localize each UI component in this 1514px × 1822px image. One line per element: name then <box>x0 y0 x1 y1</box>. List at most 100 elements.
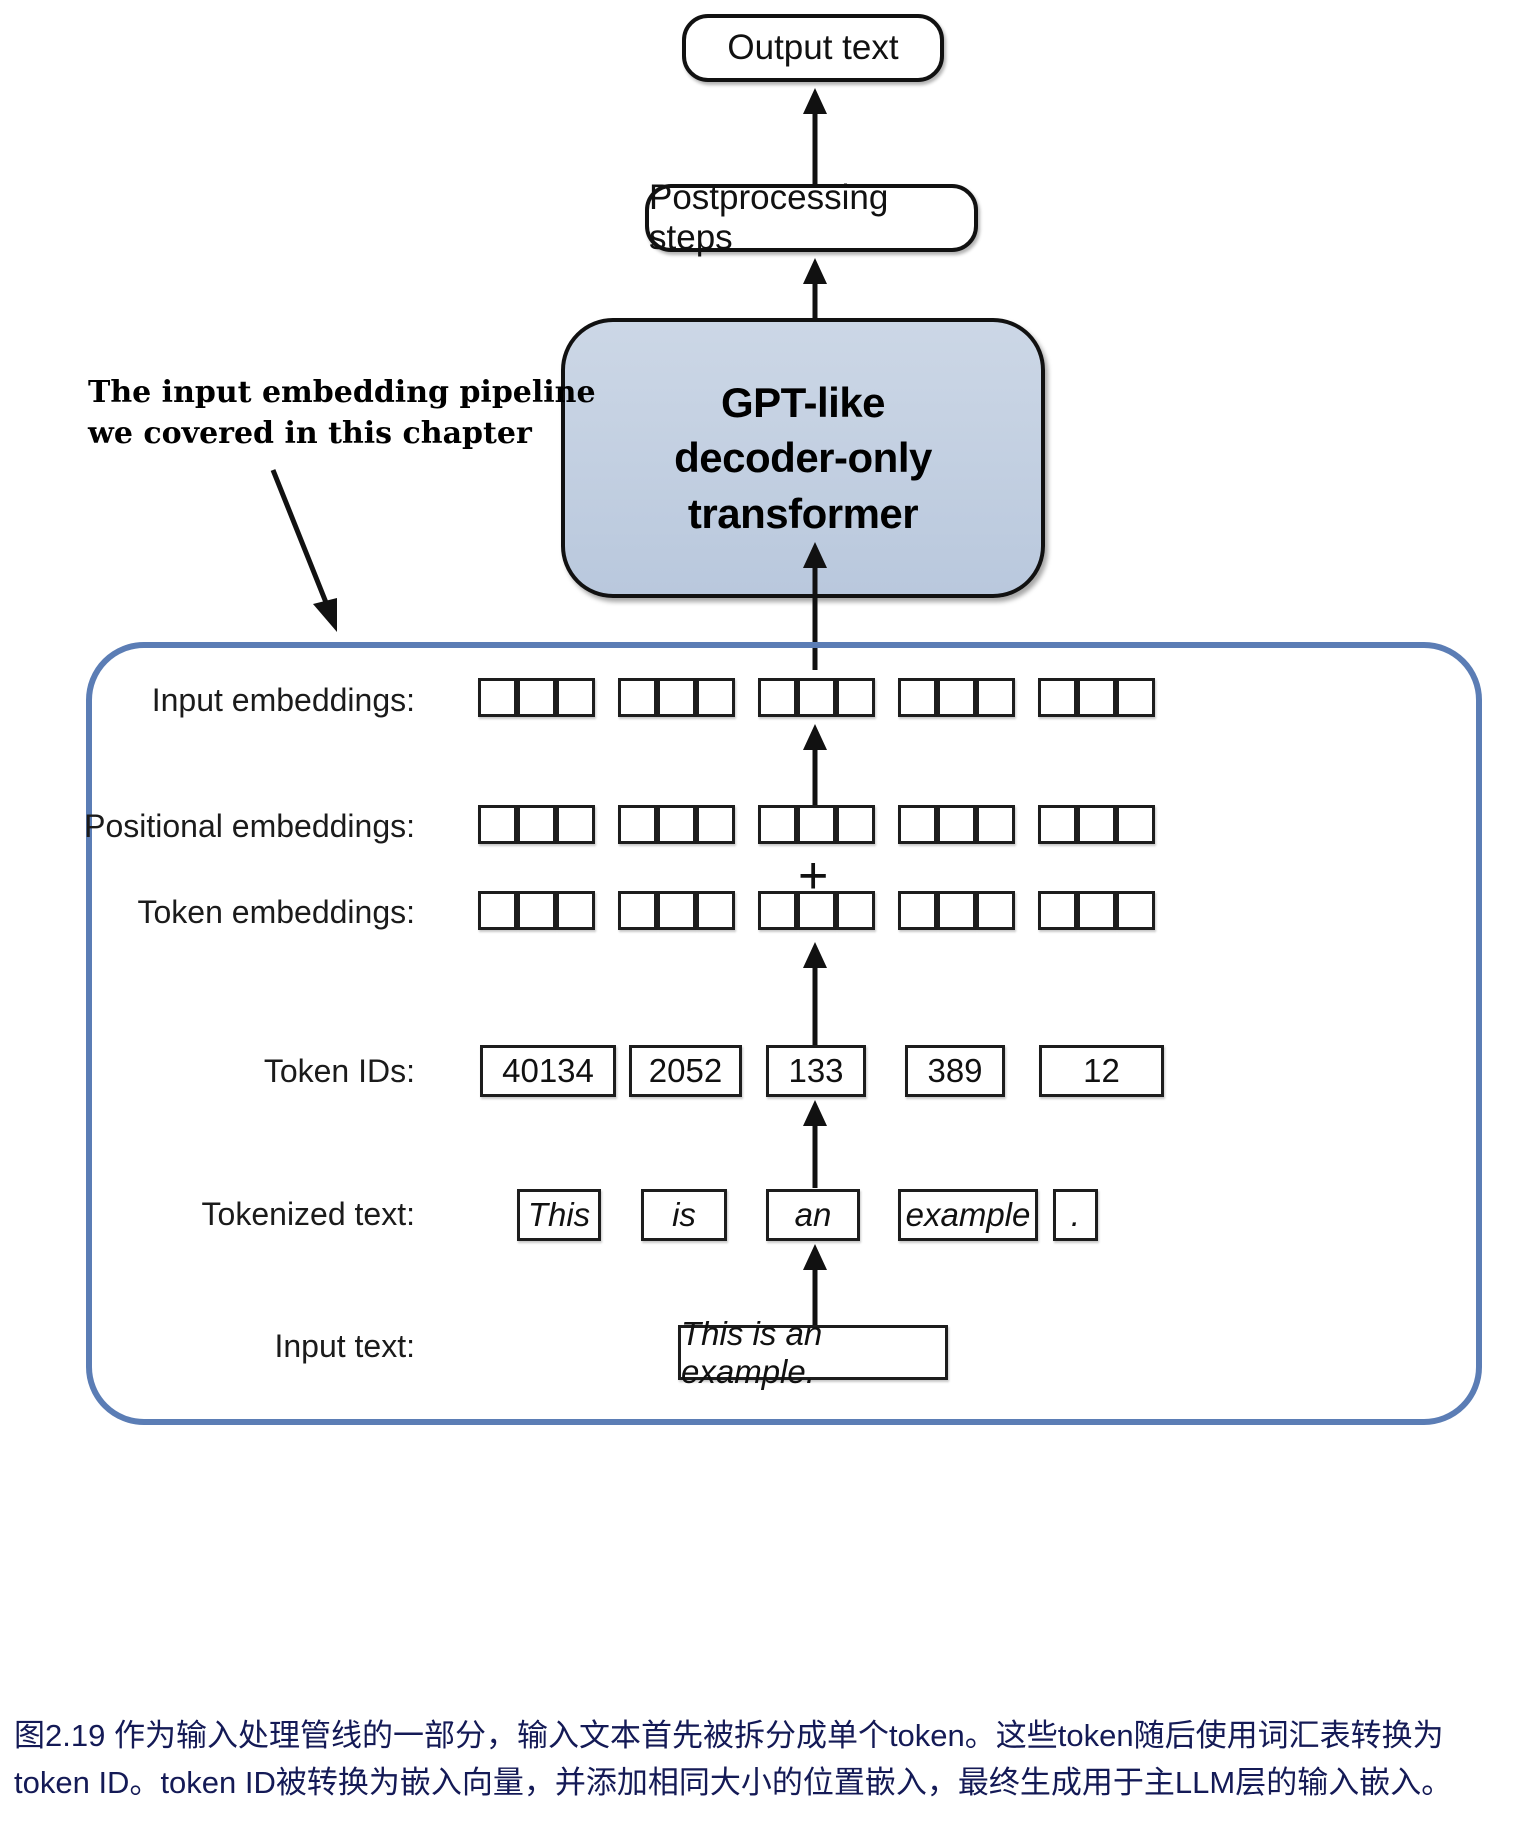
embedding-cell <box>836 678 875 717</box>
embedding-cell <box>758 805 797 844</box>
annotation-line-2: we covered in this chapter <box>88 416 532 452</box>
embedding-cell <box>478 805 517 844</box>
gpt-transformer-label: GPT-like decoder-only transformer <box>674 375 932 541</box>
embedding-cell <box>1038 805 1077 844</box>
output-text-label: Output text <box>727 28 899 67</box>
token-embedding-group <box>898 891 1015 930</box>
token-id-box: 2052 <box>629 1045 742 1097</box>
input-embedding-group <box>618 678 735 717</box>
embedding-cell <box>758 891 797 930</box>
embedding-cell <box>898 678 937 717</box>
embedding-cell <box>976 891 1015 930</box>
positional-embedding-group <box>478 805 595 844</box>
annotation-line-1: The input embedding pipeline <box>88 375 596 410</box>
token-id-box: 12 <box>1039 1045 1164 1097</box>
row-label-input-text: Input text: <box>274 1328 415 1364</box>
postprocessing-steps-box: Postprocessing steps <box>645 178 978 257</box>
embedding-cell <box>618 891 657 930</box>
embedding-cell <box>657 678 696 717</box>
embedding-cell <box>797 891 836 930</box>
embedding-cell <box>696 678 735 717</box>
token-id-box: 133 <box>766 1045 866 1097</box>
token-embedding-group <box>1038 891 1155 930</box>
embedding-cell <box>517 891 556 930</box>
arrow-transformer-to-postprocessing <box>803 258 827 326</box>
positional-embedding-group <box>758 805 875 844</box>
arrow-embeddings-to-transformer <box>803 542 827 670</box>
embedding-cell <box>556 678 595 717</box>
embedding-cell <box>836 805 875 844</box>
input-embedding-group <box>898 678 1015 717</box>
embedding-cell <box>937 678 976 717</box>
token-embedding-group <box>618 891 735 930</box>
token-box: is <box>641 1189 727 1241</box>
transformer-line-3: transformer <box>687 489 919 537</box>
caption-line-2: token ID。token ID被转换为嵌入向量，并添加相同大小的位置嵌入，最… <box>14 1765 1453 1801</box>
embedding-cell <box>478 678 517 717</box>
row-label-token-embeddings: Token embeddings: <box>137 894 415 930</box>
arrow-token-ids-to-token-embeddings <box>803 942 827 1048</box>
embedding-cell <box>696 805 735 844</box>
embedding-cell <box>898 891 937 930</box>
caption-line-1: 图2.19 作为输入处理管线的一部分，输入文本首先被拆分成单个token。这些t… <box>14 1718 1444 1753</box>
embedding-cell <box>1116 678 1155 717</box>
token-box: an <box>766 1189 860 1241</box>
embedding-cell <box>618 805 657 844</box>
row-label-tokenized-text: Tokenized text: <box>201 1196 415 1232</box>
input-embedding-group <box>1038 678 1155 717</box>
embedding-cell <box>758 678 797 717</box>
embedding-cell <box>937 891 976 930</box>
token-box: . <box>1053 1189 1098 1241</box>
gpt-transformer-block: GPT-like decoder-only transformer <box>561 318 1045 598</box>
embedding-cell <box>556 805 595 844</box>
embedding-cell <box>1116 805 1155 844</box>
input-embedding-group <box>758 678 875 717</box>
embedding-cell <box>556 891 595 930</box>
transformer-line-1: GPT-like <box>720 378 886 426</box>
token-box: This <box>517 1189 601 1241</box>
embedding-cell <box>1077 678 1116 717</box>
positional-embedding-group <box>618 805 735 844</box>
embedding-cell <box>797 805 836 844</box>
embedding-cell <box>1116 891 1155 930</box>
figure-caption: 图2.19 作为输入处理管线的一部分，输入文本首先被拆分成单个token。这些t… <box>14 1712 1506 1806</box>
token-embedding-group <box>758 891 875 930</box>
embedding-cell <box>478 891 517 930</box>
embedding-cell <box>517 805 556 844</box>
input-pipeline-frame <box>86 642 1482 1425</box>
embedding-cell <box>618 678 657 717</box>
embedding-cell <box>1038 891 1077 930</box>
embedding-cell <box>1077 891 1116 930</box>
embedding-cell <box>696 891 735 930</box>
row-label-input-embeddings: Input embeddings: <box>151 682 415 718</box>
annotation-pointer-arrow <box>270 469 337 632</box>
arrow-postprocessing-to-output <box>803 88 827 186</box>
embedding-cell <box>836 891 875 930</box>
positional-embedding-group <box>1038 805 1155 844</box>
embedding-cell <box>976 678 1015 717</box>
token-embedding-group <box>478 891 595 930</box>
token-id-box: 40134 <box>480 1045 616 1097</box>
embedding-cell <box>898 805 937 844</box>
output-text-box: Output text <box>682 14 944 82</box>
input-text-box: This is an example. <box>678 1315 948 1390</box>
embedding-cell <box>1077 805 1116 844</box>
token-id-box: 389 <box>905 1045 1005 1097</box>
positional-embedding-group <box>898 805 1015 844</box>
embedding-cell <box>797 678 836 717</box>
embedding-cell <box>976 805 1015 844</box>
input-embedding-group <box>478 678 595 717</box>
embedding-cell <box>1038 678 1077 717</box>
postprocessing-steps-label: Postprocessing steps <box>649 178 889 257</box>
arrow-tokens-to-token-ids <box>803 1100 827 1188</box>
arrow-sum-to-input-embeddings <box>803 724 827 817</box>
embedding-cell <box>937 805 976 844</box>
pipeline-annotation: The input embedding pipeline we covered … <box>88 372 596 455</box>
arrow-input-text-to-tokens <box>803 1244 827 1332</box>
row-label-token-ids: Token IDs: <box>263 1053 415 1089</box>
embedding-cell <box>517 678 556 717</box>
transformer-line-2: decoder-only <box>674 434 932 482</box>
embedding-cell <box>657 805 696 844</box>
token-box: example <box>898 1189 1038 1241</box>
